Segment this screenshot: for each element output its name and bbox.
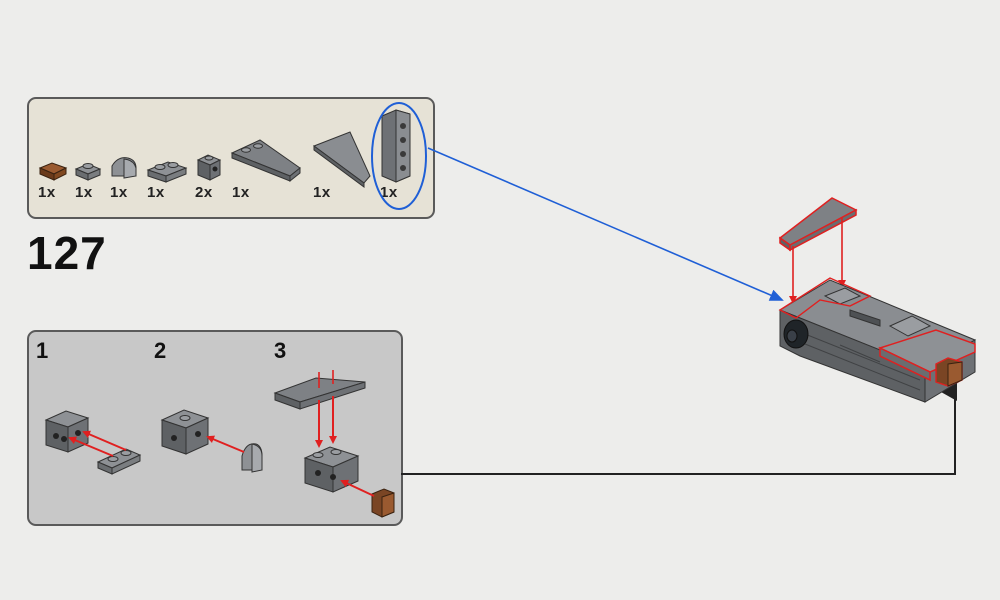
gray-curved-slope-icon bbox=[111, 157, 137, 179]
gray-bracket-brick-icon bbox=[196, 154, 222, 181]
part-qty-6: 1x bbox=[232, 184, 250, 201]
gray-wedge-plate-small-icon bbox=[230, 139, 301, 183]
brown-tile-1x1-icon bbox=[38, 162, 68, 181]
part-qty-1: 1x bbox=[38, 184, 56, 201]
part-qty-4: 1x bbox=[147, 184, 165, 201]
callout-arrow bbox=[401, 383, 957, 475]
part-qty-5: 2x bbox=[195, 184, 213, 201]
substep-1-illustration bbox=[44, 410, 142, 475]
substep-number-1: 1 bbox=[36, 338, 49, 363]
parts-list-panel bbox=[27, 97, 435, 219]
part-qty-8: 1x bbox=[380, 184, 398, 201]
gray-plate-1x1-icon bbox=[74, 163, 102, 181]
part-pointer-arrow bbox=[427, 147, 784, 301]
substep-number-2: 2 bbox=[154, 338, 167, 363]
gray-wedge-plate-large-icon bbox=[312, 131, 371, 188]
highlight-ellipse bbox=[371, 102, 427, 210]
gray-slope-brick-studs-icon bbox=[381, 109, 411, 183]
substep-2-illustration bbox=[160, 409, 263, 473]
main-assembly-illustration bbox=[778, 197, 977, 403]
part-qty-7: 1x bbox=[313, 184, 331, 201]
part-qty-3: 1x bbox=[110, 184, 128, 201]
part-qty-2: 1x bbox=[75, 184, 93, 201]
gray-plate-1x2-icon bbox=[146, 161, 188, 183]
substep-3-illustration bbox=[273, 370, 395, 518]
step-number: 127 bbox=[27, 227, 107, 279]
substep-number-3: 3 bbox=[274, 338, 287, 363]
substep-callout-panel bbox=[27, 330, 403, 526]
